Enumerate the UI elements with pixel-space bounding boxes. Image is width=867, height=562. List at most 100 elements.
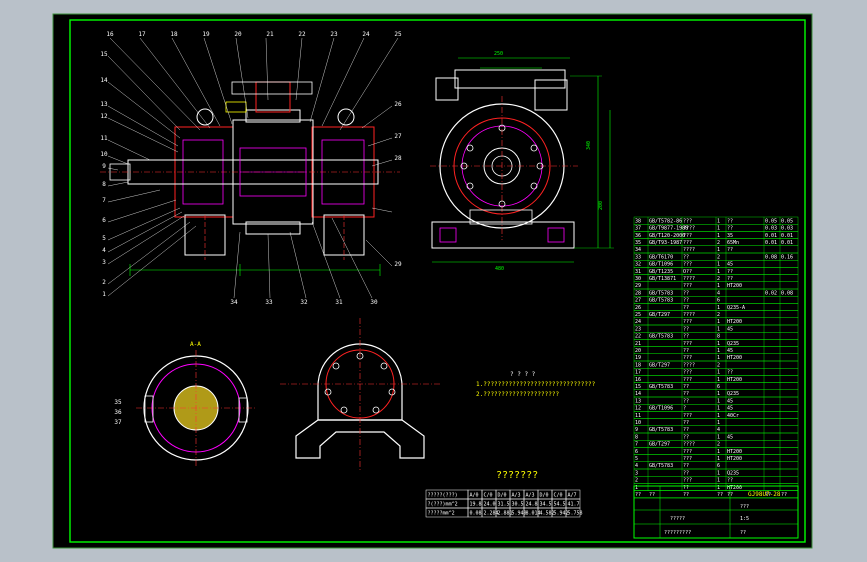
bom-cell: GB/T1096 — [649, 262, 673, 268]
balloon-19: 19 — [202, 31, 210, 38]
sheet-label: ?? — [740, 530, 746, 536]
bom-cell: ?? — [683, 398, 689, 404]
bom-cell: 6 — [717, 298, 720, 304]
bom-cell: 27 — [635, 298, 641, 304]
bom-cell: 6 — [717, 384, 720, 390]
bom-cell: ?? — [683, 298, 689, 304]
bom-cell: 4 — [717, 427, 720, 433]
bom-cell: ???? — [683, 442, 695, 448]
balloon-8: 8 — [102, 181, 106, 188]
balloon-20: 20 — [234, 31, 242, 38]
bom-cell: ???? — [683, 226, 695, 232]
dim-bottom-side: 480 — [495, 266, 504, 272]
bom-cell: GB/T297 — [649, 312, 670, 318]
bom-cell: ?? — [683, 348, 689, 354]
bom-cell: GB/T5783 — [649, 463, 673, 469]
bom-cell: 32 — [635, 262, 641, 268]
param-cell: ?????mm^2 — [428, 511, 455, 517]
balloon-37: 37 — [114, 419, 122, 426]
bom-cell: GB/T297 — [649, 362, 670, 368]
bom-cell: 16 — [635, 377, 641, 383]
bom-cell: 4 — [635, 463, 638, 469]
param-cell: 4.582 — [540, 511, 555, 517]
balloon-10: 10 — [100, 151, 108, 158]
balloon-29: 29 — [394, 261, 402, 268]
bom-cell: ?? — [727, 478, 733, 484]
bom-cell: GB/T297 — [649, 442, 670, 448]
bom-cell: ??? — [683, 341, 692, 347]
bom-cell: ?? — [683, 326, 689, 332]
bom-cell: 4 — [717, 290, 720, 296]
bom-cell: 1 — [717, 485, 720, 491]
bom-cell: 1 — [717, 370, 720, 376]
bom-cell: 1 — [717, 420, 720, 426]
bom-cell: 1 — [717, 449, 720, 455]
bom-cell: ??? — [683, 262, 692, 268]
bom-cell: 1 — [717, 341, 720, 347]
balloon-4: 4 — [102, 247, 106, 254]
bom-cell: 31 — [635, 269, 641, 275]
bom-header-cell: ?? — [683, 492, 689, 498]
bom-cell: 0.08 — [781, 290, 793, 296]
balloon-3: 3 — [102, 259, 106, 266]
param-cell: 34.5 — [540, 502, 552, 508]
bom-header-cell: ?? — [635, 492, 641, 498]
bom-cell: GB/T6170 — [649, 254, 673, 260]
bom-cell: GB/T13871 — [649, 276, 676, 282]
param-cell: 30.5 — [512, 502, 524, 508]
bom-cell: 1 — [717, 262, 720, 268]
bom-cell: 0.16 — [781, 254, 793, 260]
bom-cell: 0.01 — [765, 240, 777, 246]
bom-cell: 1 — [717, 434, 720, 440]
param-cell: D/0 — [540, 493, 549, 499]
bom-cell: 19 — [635, 355, 641, 361]
bom-cell: GB/T5782-86 — [649, 218, 682, 224]
bom-cell: 1 — [717, 247, 720, 253]
param-cell: D/0 — [498, 493, 507, 499]
bom-cell: 5 — [635, 456, 638, 462]
bom-cell: GB/T5783 — [649, 334, 673, 340]
bom-cell: 0.01 — [765, 233, 777, 239]
bom-cell: 38 — [635, 218, 641, 224]
param-cell: 0.08 — [470, 511, 482, 517]
bom-cell: ?? — [683, 391, 689, 397]
bom-cell: 33 — [635, 254, 641, 260]
bom-cell: GB/T5783 — [649, 298, 673, 304]
bom-cell: 36 — [635, 233, 641, 239]
bom-cell: 15 — [635, 384, 641, 390]
bom-cell: ??? — [683, 355, 692, 361]
section-label: A-A — [190, 341, 201, 348]
bom-cell: 12 — [635, 406, 641, 412]
bom-cell: ??? — [683, 478, 692, 484]
bom-cell: 35 — [727, 233, 733, 239]
bom-cell: ???? — [683, 362, 695, 368]
param-cell: 5.942 — [554, 511, 569, 517]
bom-cell: 9 — [635, 427, 638, 433]
bom-cell: 8 — [635, 434, 638, 440]
bom-cell: HT200 — [727, 355, 742, 361]
bom-cell: GB/T120-2000 — [649, 233, 685, 239]
bom-cell: 65Mn — [727, 240, 739, 246]
bearing-housing-view — [280, 318, 440, 470]
balloon-13: 13 — [100, 101, 108, 108]
bom-cell: ? — [683, 406, 686, 412]
balloon-34: 34 — [230, 299, 238, 306]
bom-cell: 21 — [635, 341, 641, 347]
balloon-24: 24 — [362, 31, 370, 38]
bom-cell: 8 — [717, 334, 720, 340]
bom-cell: 25 — [635, 312, 641, 318]
balloon-2: 2 — [102, 279, 106, 286]
param-cell: A/0 — [470, 493, 479, 499]
bom-cell: GB/T5783 — [649, 427, 673, 433]
bom-cell: 45 — [727, 406, 733, 412]
param-cell: A/7 — [568, 493, 577, 499]
param-cell: 5.758 — [568, 511, 583, 517]
balloon-27: 27 — [394, 133, 402, 140]
bom-cell: 0.05 — [765, 218, 777, 224]
bom-header-cell: ?? — [717, 492, 723, 498]
param-cell: A/3 — [512, 493, 521, 499]
